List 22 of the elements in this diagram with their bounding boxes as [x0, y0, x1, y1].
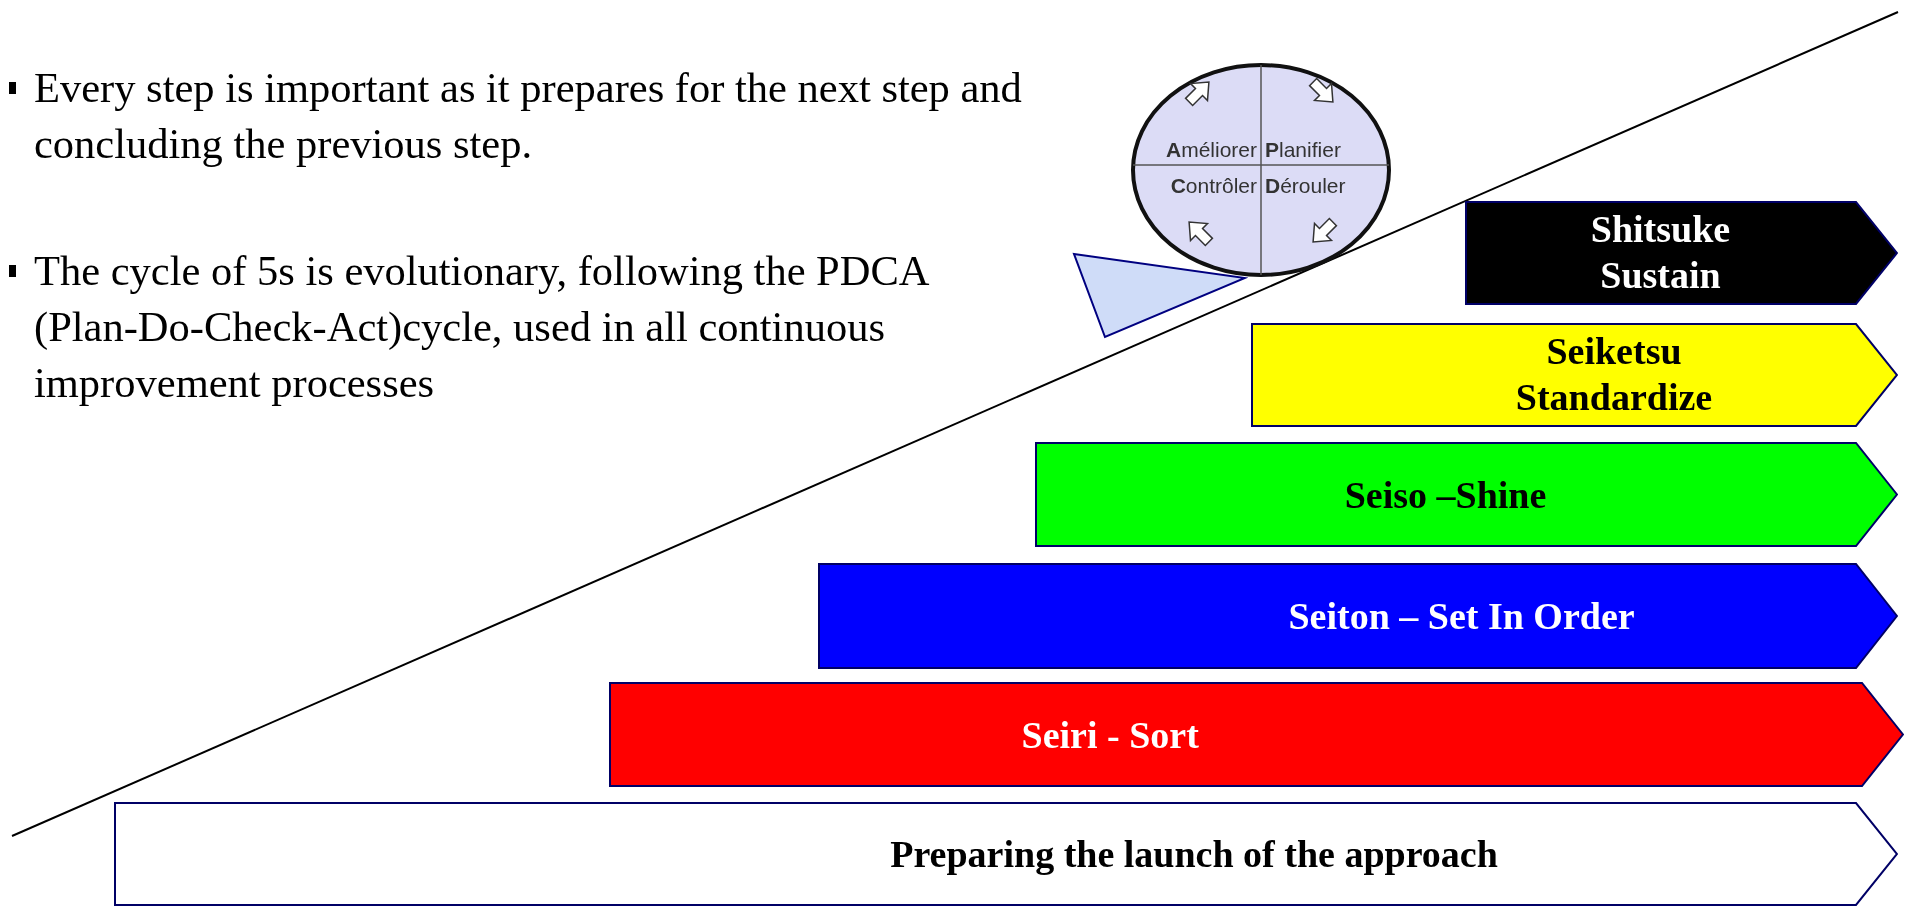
step-label: Seiso –Shine: [1344, 472, 1547, 517]
step-label: Seiton – Set In Order: [1288, 594, 1635, 638]
step-arrow-band: [1035, 442, 1898, 547]
quadrant-label: Améliorer: [1165, 138, 1257, 162]
quadrant-label: Planifier: [1265, 138, 1341, 162]
step-label: Seiketsu: [1546, 329, 1682, 373]
step-label: Sustain: [1600, 253, 1721, 297]
step-arrow-band: [609, 682, 1904, 787]
step-label: Preparing the launch of the approach: [890, 832, 1498, 876]
step-arrow-band: [1465, 201, 1898, 305]
step-arrow-band: [818, 563, 1898, 669]
bullet-text: The cycle of 5s is evolutionary, following the PDCA (Plan-Do-Check-Act)cycle, used in all continuous improvement processes: [34, 246, 929, 408]
step-label: Seiri - Sort: [1021, 712, 1199, 757]
step-arrow-band: [1251, 323, 1898, 427]
quadrant-label: Contrôler: [1170, 174, 1257, 198]
pdca-wheel: [1130, 62, 1392, 278]
wedge-pointer: [1072, 252, 1248, 339]
bullet-text: Every step is important as it prepares for the next step and concluding the previous step.: [34, 63, 1023, 169]
step-label: Shitsuke: [1590, 207, 1731, 251]
step-arrow-band: [114, 802, 1898, 906]
quadrant-label: Dérouler: [1265, 174, 1346, 198]
step-label: Standardize: [1515, 375, 1713, 419]
